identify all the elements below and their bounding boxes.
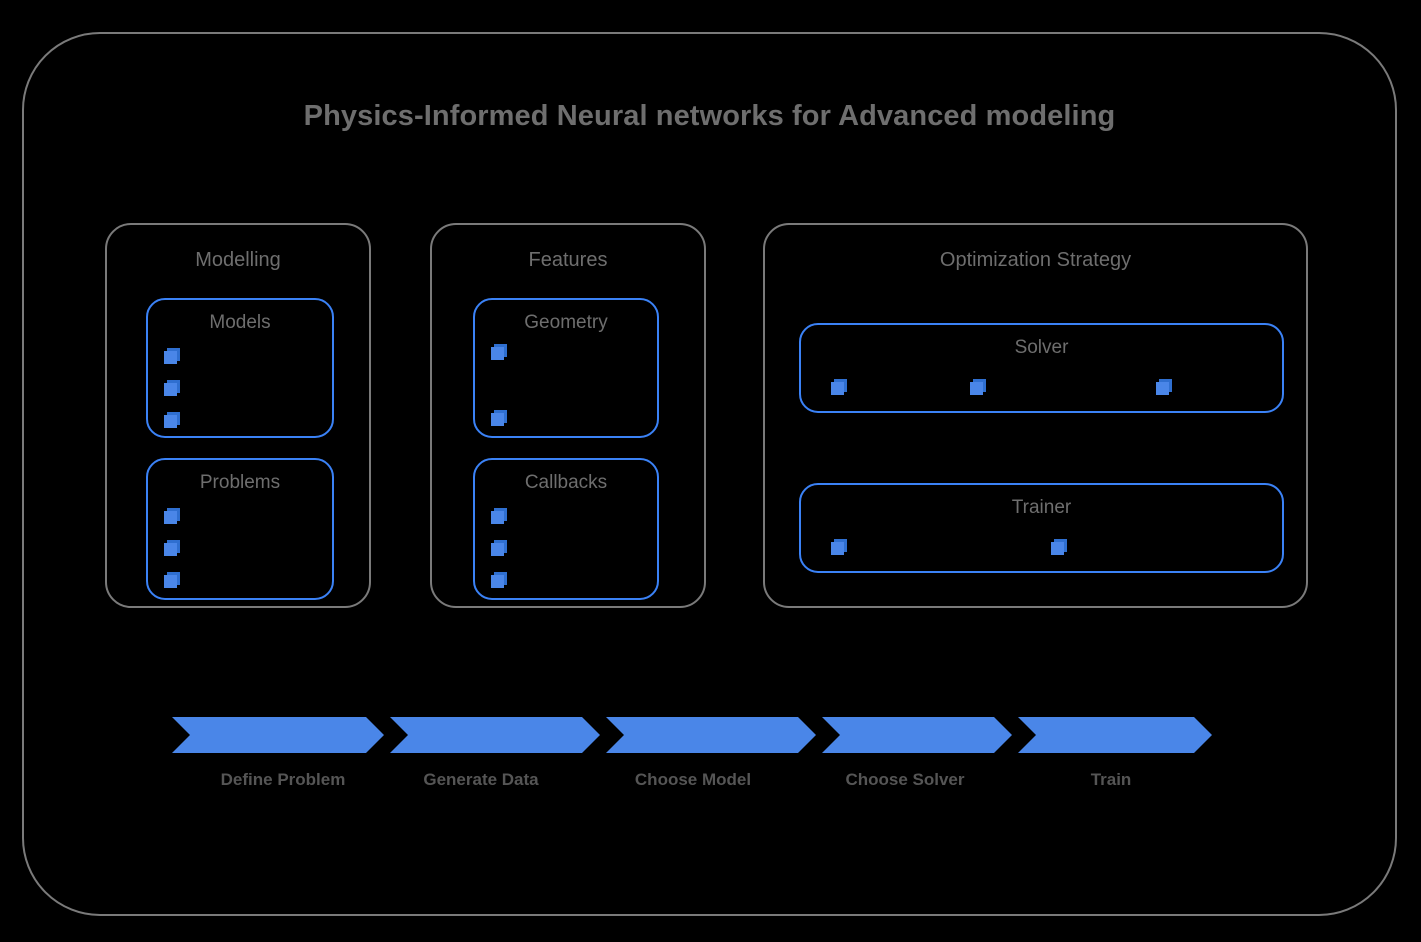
page-title: Physics-Informed Neural networks for Adv… <box>303 100 1116 132</box>
card-title-solver: Solver <box>1014 337 1069 358</box>
bullet-cube-icon <box>1051 539 1067 555</box>
group-title-optimization-strategy: Optimization Strategy <box>939 249 1132 271</box>
workflow-pipeline <box>172 717 1212 753</box>
pipeline-step-label-generate-data: Generate Data <box>423 770 539 789</box>
pipeline-step-label-choose-model: Choose Model <box>634 770 752 789</box>
card-title-geometry: Geometry <box>524 312 608 333</box>
pipeline-step-arrow-choose-model[interactable] <box>606 717 816 753</box>
bullet-cube-icon <box>491 572 507 588</box>
bullet-cube-icon <box>164 572 180 588</box>
card-callbacks[interactable]: Callbacks <box>473 458 659 600</box>
card-title-callbacks: Callbacks <box>524 472 608 493</box>
card-title-models: Models <box>209 312 271 333</box>
group-title-features: Features <box>528 249 608 271</box>
pipeline-step-arrow-choose-solver[interactable] <box>822 717 1012 753</box>
bullet-cube-icon <box>491 540 507 556</box>
card-problems[interactable]: Problems <box>146 458 334 600</box>
bullet-cube-icon <box>164 508 180 524</box>
pipeline-step-label-choose-solver: Choose Solver <box>845 770 965 789</box>
group-panel-features: Features <box>430 223 706 608</box>
group-panel-modelling: Modelling <box>105 223 371 608</box>
card-trainer[interactable]: Trainer <box>799 483 1284 573</box>
group-panel-optimization-strategy: Optimization Strategy <box>763 223 1308 608</box>
card-models[interactable]: Models <box>146 298 334 438</box>
pipeline-step-label-train: Train <box>1090 770 1132 789</box>
bullet-cube-icon <box>831 539 847 555</box>
bullet-cube-icon <box>970 379 986 395</box>
pipeline-step-label-define-problem: Define Problem <box>220 770 346 789</box>
pipeline-step-arrow-generate-data[interactable] <box>390 717 600 753</box>
bullet-cube-icon <box>491 410 507 426</box>
bullet-cube-icon <box>491 344 507 360</box>
bullet-cube-icon <box>1156 379 1172 395</box>
card-title-trainer: Trainer <box>1011 497 1072 518</box>
bullet-cube-icon <box>164 540 180 556</box>
outer-container-frame <box>22 32 1397 916</box>
card-title-problems: Problems <box>199 472 281 493</box>
bullet-cube-icon <box>164 412 180 428</box>
pipeline-step-arrow-define-problem[interactable] <box>172 717 384 753</box>
bullet-cube-icon <box>164 380 180 396</box>
card-geometry[interactable]: Geometry <box>473 298 659 438</box>
bullet-cube-icon <box>164 348 180 364</box>
pipeline-step-arrow-train[interactable] <box>1018 717 1212 753</box>
group-title-modelling: Modelling <box>195 249 281 271</box>
bullet-cube-icon <box>831 379 847 395</box>
bullet-cube-icon <box>491 508 507 524</box>
card-solver[interactable]: Solver <box>799 323 1284 413</box>
